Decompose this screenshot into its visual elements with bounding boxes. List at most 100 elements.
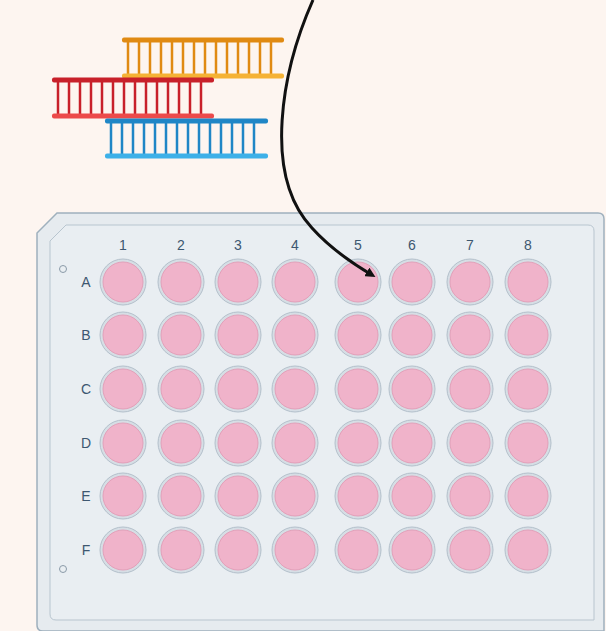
well	[275, 315, 315, 355]
well	[161, 530, 201, 570]
well	[392, 423, 432, 463]
row-letter: B	[81, 327, 90, 343]
well-rim	[389, 312, 435, 358]
well	[338, 476, 378, 516]
row-letter: D	[81, 435, 91, 451]
well-rim	[335, 420, 381, 466]
well-rim	[215, 420, 261, 466]
well	[161, 369, 201, 409]
well-rim	[272, 527, 318, 573]
well	[218, 423, 258, 463]
row-letter: E	[81, 488, 90, 504]
well-rim	[505, 527, 551, 573]
column-number: 6	[408, 237, 416, 253]
well-rim	[335, 366, 381, 412]
well	[218, 369, 258, 409]
well	[338, 423, 378, 463]
well-rim	[158, 259, 204, 305]
well	[338, 315, 378, 355]
dna-strand	[122, 38, 284, 79]
well-rim	[335, 473, 381, 519]
wells	[100, 259, 551, 573]
well	[392, 315, 432, 355]
well	[275, 423, 315, 463]
well-rim	[272, 366, 318, 412]
well-rim	[158, 473, 204, 519]
well-rim	[389, 259, 435, 305]
well	[338, 530, 378, 570]
column-number: 3	[234, 237, 242, 253]
well	[392, 476, 432, 516]
row-letter: A	[81, 274, 90, 290]
well	[450, 369, 490, 409]
well	[508, 369, 548, 409]
dna-strand	[52, 78, 214, 119]
dna-fragments	[52, 38, 284, 159]
well	[450, 315, 490, 355]
well	[161, 315, 201, 355]
well	[450, 262, 490, 302]
well-rim	[158, 420, 204, 466]
well-rim	[100, 366, 146, 412]
well-rim	[505, 473, 551, 519]
well	[218, 315, 258, 355]
well-rim	[215, 473, 261, 519]
well-rim	[272, 473, 318, 519]
well	[275, 262, 315, 302]
well-rim	[505, 366, 551, 412]
column-number: 7	[466, 237, 474, 253]
well	[275, 476, 315, 516]
well-rim	[272, 312, 318, 358]
well-rim	[100, 420, 146, 466]
column-number: 1	[119, 237, 127, 253]
well-rim	[100, 473, 146, 519]
well	[508, 262, 548, 302]
well-rim	[215, 259, 261, 305]
well-rim	[335, 527, 381, 573]
well-rim	[100, 527, 146, 573]
plate-body	[37, 213, 604, 631]
well-rim	[447, 312, 493, 358]
well-rim	[447, 420, 493, 466]
well	[450, 423, 490, 463]
well	[103, 423, 143, 463]
row-letter: F	[82, 542, 91, 558]
well	[392, 530, 432, 570]
well	[508, 423, 548, 463]
well-rim	[389, 527, 435, 573]
plate-top	[50, 225, 594, 620]
well-rim	[505, 259, 551, 305]
corner-mark	[60, 266, 67, 273]
column-number: 8	[524, 237, 532, 253]
well	[508, 315, 548, 355]
well	[392, 369, 432, 409]
well-rim	[447, 473, 493, 519]
well-rim	[158, 527, 204, 573]
column-number: 5	[354, 237, 362, 253]
well-rim	[100, 312, 146, 358]
well-rim	[215, 527, 261, 573]
column-number: 4	[291, 237, 299, 253]
well	[161, 423, 201, 463]
well-rim	[158, 312, 204, 358]
well-rim	[215, 366, 261, 412]
row-letter: C	[81, 381, 91, 397]
transfer-arrow	[282, 0, 372, 275]
dna-strand	[105, 119, 268, 159]
well	[103, 369, 143, 409]
well	[161, 476, 201, 516]
well	[218, 530, 258, 570]
well	[508, 530, 548, 570]
well-rim	[389, 473, 435, 519]
well	[275, 369, 315, 409]
well	[450, 530, 490, 570]
well-rim	[335, 312, 381, 358]
well	[103, 530, 143, 570]
well-rim	[447, 366, 493, 412]
well	[103, 262, 143, 302]
well	[161, 262, 201, 302]
well	[103, 476, 143, 516]
well-rim	[447, 259, 493, 305]
well-rim	[389, 366, 435, 412]
